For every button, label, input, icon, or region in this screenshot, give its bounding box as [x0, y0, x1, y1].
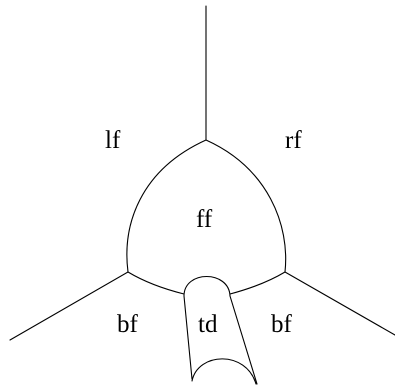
bottom-right-join [229, 271, 286, 295]
label-rf: rf [285, 127, 302, 154]
front-face-right-arc [205, 139, 287, 273]
tube-right-wall [229, 295, 258, 385]
label-bf-right: bf [271, 311, 293, 338]
label-lf: lf [105, 127, 121, 154]
label-ff: ff [196, 206, 213, 233]
lower-right-edge [284, 271, 395, 336]
tube-bottom-arc [191, 358, 257, 385]
tube-left-wall [183, 295, 193, 380]
bottom-left-join [127, 271, 185, 295]
front-face-left-arc [126, 139, 207, 273]
lower-left-edge [9, 271, 129, 341]
label-bf-left: bf [117, 311, 139, 338]
tube-top-cap [183, 275, 231, 297]
label-td: td [198, 311, 218, 338]
